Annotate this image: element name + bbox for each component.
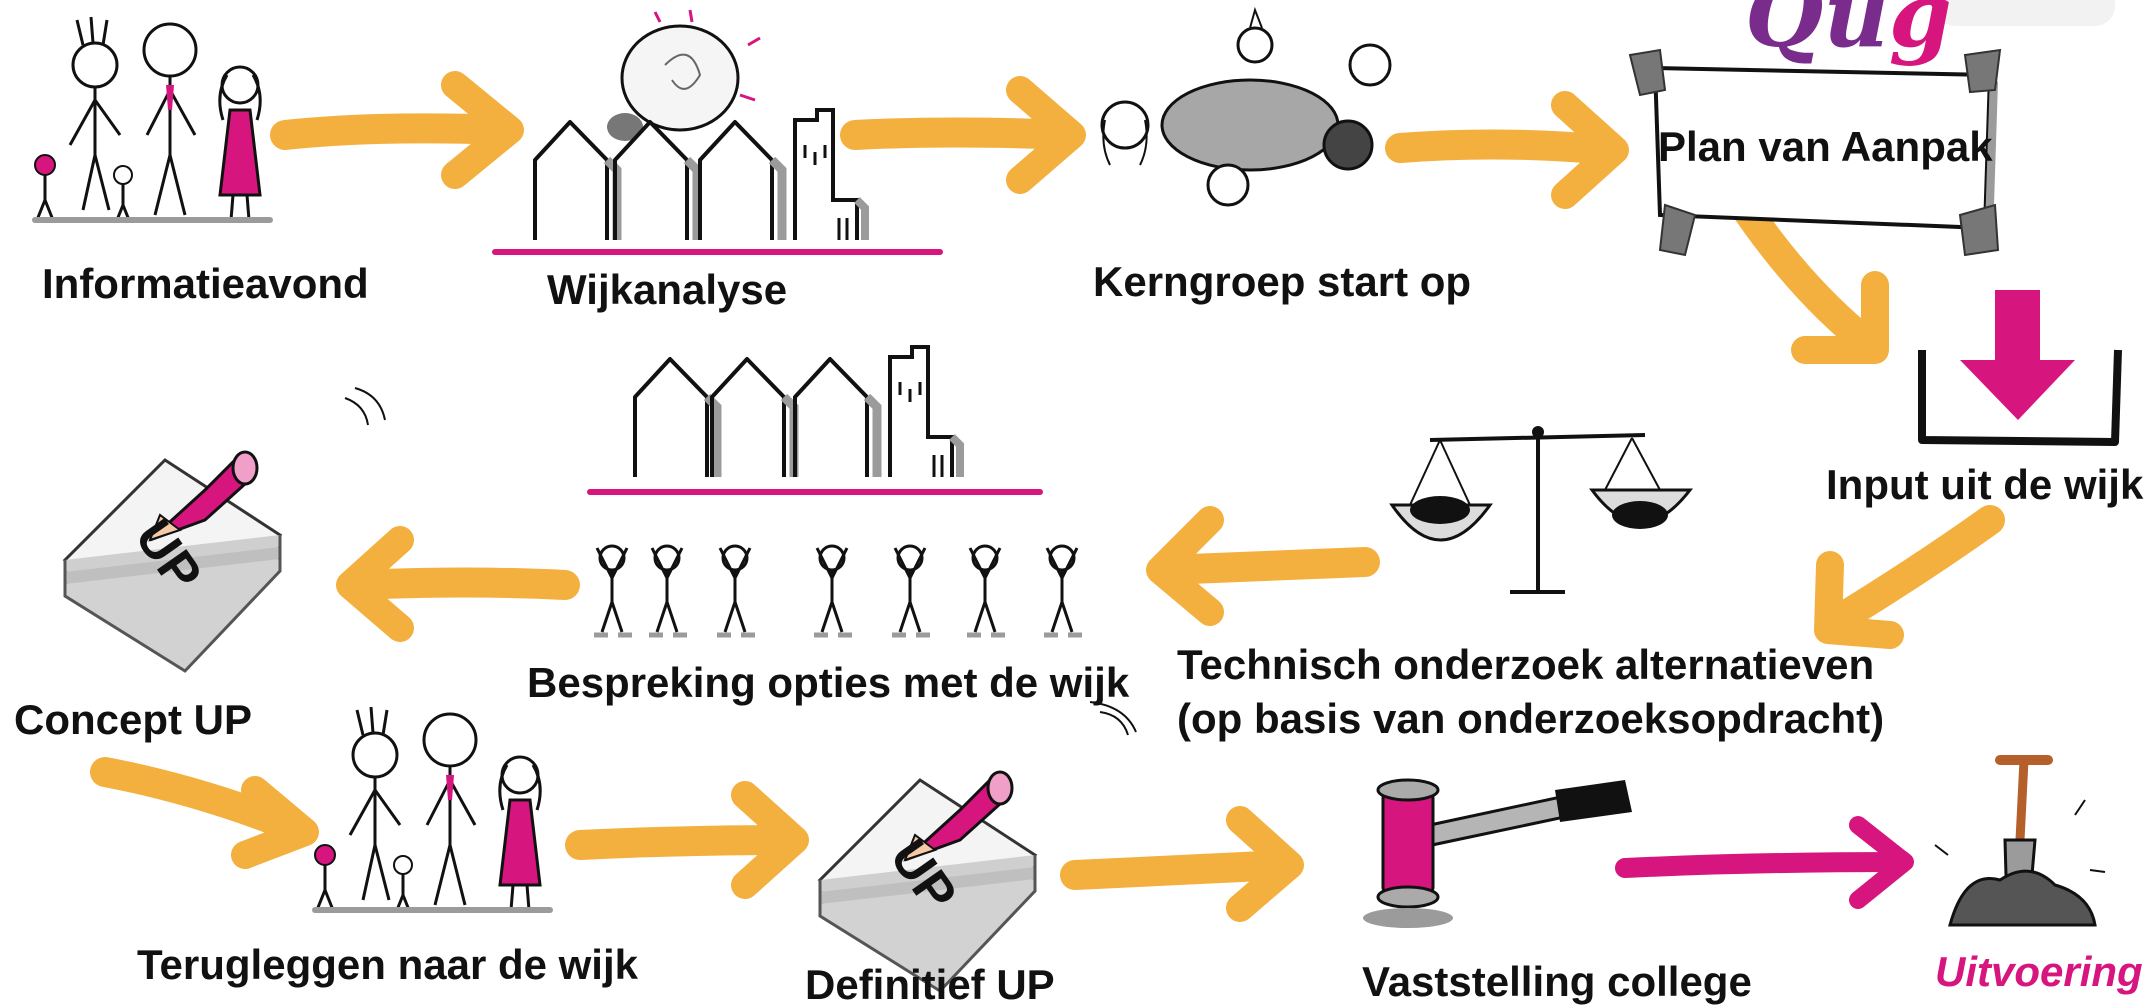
meeting-table-illustration (1100, 6, 1392, 207)
arrow-3 (1385, 91, 1629, 209)
family-illustration (35, 17, 270, 220)
label-bespreking: Bespreking opties met de wijk (527, 659, 1130, 706)
label-plan-van-aanpak: Plan van Aanpak (1658, 123, 1993, 170)
concept-document-icon: UP (63, 450, 282, 673)
lightbulb-icon (607, 9, 761, 141)
houses-illustration (492, 110, 943, 255)
plan-board (1628, 48, 2002, 257)
label-input-uit-de-wijk: Input uit de wijk (1826, 461, 2144, 508)
label-wijkanalyse: Wijkanalyse (547, 266, 788, 313)
arrow-1 (270, 71, 524, 189)
arrow-8 (90, 757, 319, 869)
scales-illustration (1389, 426, 1694, 594)
arrow-4 (1725, 185, 1889, 364)
family-illustration-2 (315, 707, 550, 910)
label-technisch-line2: (op basis van onderzoeksopdracht) (1177, 695, 1885, 742)
label-kerngroep: Kerngroep start op (1093, 258, 1472, 305)
arrow-10 (1060, 806, 1304, 922)
definitief-document-icon: UP (818, 770, 1037, 993)
arrow-5 (1814, 505, 2005, 649)
label-concept-up: Concept UP (14, 696, 253, 743)
arrow-9 (565, 781, 809, 899)
gavel-icon (1363, 778, 1632, 928)
arrow-7 (336, 526, 580, 642)
motion-lines-2 (1089, 701, 1137, 736)
shovel-icon (1934, 755, 2106, 927)
label-uitvoering: Uitvoering (1935, 948, 2143, 995)
houses-illustration-2 (587, 347, 1043, 495)
label-technisch-line1: Technisch onderzoek alternatieven (1177, 641, 1875, 688)
input-inbox-icon (1918, 290, 2122, 446)
motion-lines (344, 387, 386, 426)
label-terugleggen: Terugleggen naar de wijk (137, 941, 639, 988)
label-definitief-up: Definitief UP (805, 961, 1055, 1008)
arrow-11-pink (1615, 816, 1914, 909)
arrow-2 (840, 76, 1086, 194)
brand-logo: Qug (1745, 0, 1952, 68)
arrow-6 (1146, 506, 1380, 626)
logo-backdrop (1935, 0, 2115, 26)
label-vaststelling: Vaststelling college (1362, 958, 1752, 1005)
label-informatieavond: Informatieavond (42, 260, 369, 307)
cheering-people-illustration (594, 546, 1082, 635)
